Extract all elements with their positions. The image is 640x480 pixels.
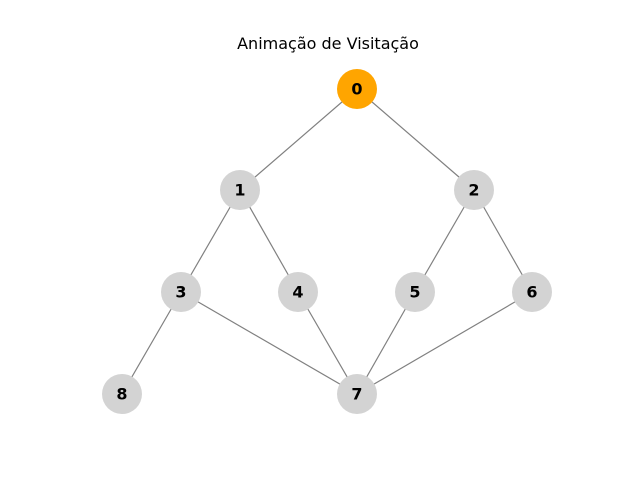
node-2: 2 bbox=[454, 170, 494, 210]
edge-6-7 bbox=[356, 291, 533, 395]
node-label-6: 6 bbox=[526, 283, 537, 302]
node-circle-0 bbox=[337, 69, 377, 109]
node-7: 7 bbox=[337, 374, 377, 414]
node-5: 5 bbox=[395, 272, 435, 312]
node-circle-2 bbox=[454, 170, 494, 210]
node-label-8: 8 bbox=[116, 385, 127, 404]
node-label-7: 7 bbox=[351, 385, 362, 404]
edge-3-7 bbox=[180, 291, 358, 395]
node-circle-4 bbox=[278, 272, 318, 312]
node-circle-7 bbox=[337, 374, 377, 414]
node-8: 8 bbox=[102, 374, 142, 414]
node-6: 6 bbox=[512, 272, 552, 312]
node-circle-1 bbox=[220, 170, 260, 210]
node-label-0: 0 bbox=[351, 80, 362, 99]
nodes-layer: 0 1 2 3 4 5 6 7 8 bbox=[102, 69, 552, 414]
node-label-4: 4 bbox=[292, 283, 303, 302]
node-circle-8 bbox=[102, 374, 142, 414]
node-label-1: 1 bbox=[234, 181, 245, 200]
node-circle-3 bbox=[161, 272, 201, 312]
node-label-3: 3 bbox=[175, 283, 186, 302]
edge-0-2 bbox=[356, 88, 475, 191]
node-3: 3 bbox=[161, 272, 201, 312]
node-0: 0 bbox=[337, 69, 377, 109]
figure-title: Animação de Visitação bbox=[237, 34, 419, 53]
node-circle-5 bbox=[395, 272, 435, 312]
node-label-2: 2 bbox=[468, 181, 479, 200]
node-circle-6 bbox=[512, 272, 552, 312]
node-label-5: 5 bbox=[409, 283, 420, 302]
edges-layer bbox=[121, 88, 533, 395]
node-4: 4 bbox=[278, 272, 318, 312]
node-1: 1 bbox=[220, 170, 260, 210]
edge-0-1 bbox=[239, 88, 358, 191]
